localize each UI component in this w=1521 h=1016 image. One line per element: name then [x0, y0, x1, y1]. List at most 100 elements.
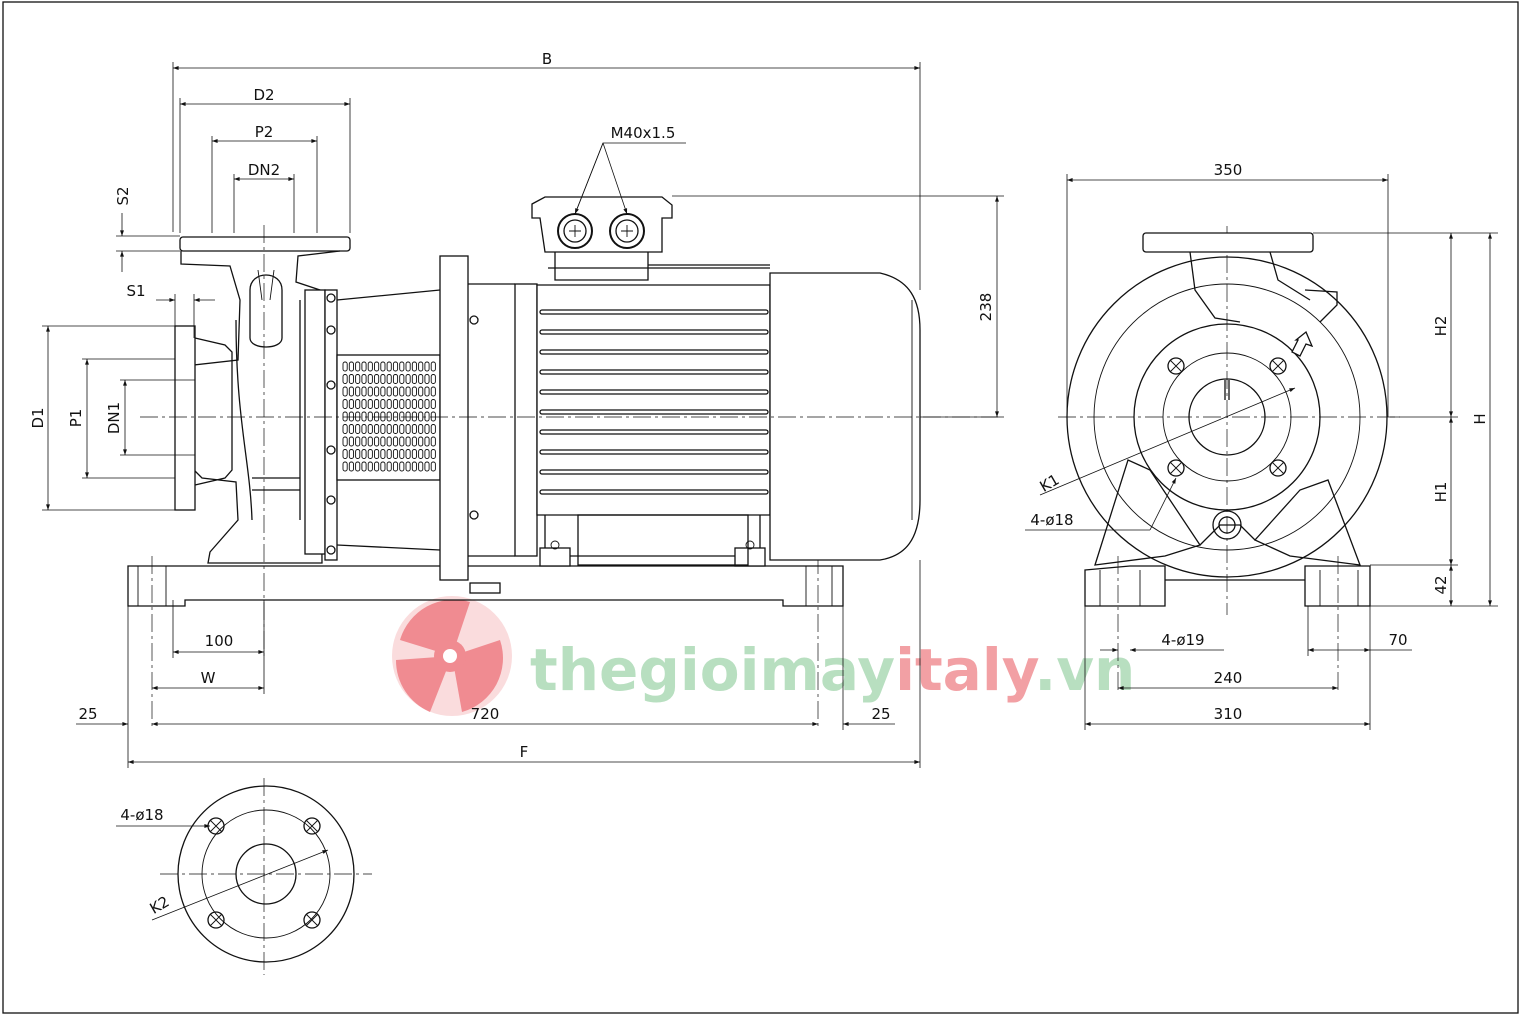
vent-slot [361, 386, 367, 397]
dim-terminal: M40x1.5 [574, 124, 686, 214]
vent-slot [361, 399, 367, 409]
dim-H-group: H2 H1 42 H [1313, 232, 1498, 607]
vent-slot [405, 399, 411, 409]
label-K1: K1 [1037, 470, 1063, 495]
vent-slot [405, 411, 411, 422]
vent-slot [392, 374, 399, 384]
dim-350: 350 [1066, 161, 1389, 417]
vent-slot [367, 436, 373, 447]
vent-slot [411, 374, 417, 384]
vent-slot [380, 424, 386, 434]
vent-slot [424, 361, 430, 372]
motor-cooling-fin [539, 449, 769, 455]
side-view: B D2 P2 DN2 S2 [29, 50, 1004, 768]
vent-slot [418, 424, 424, 434]
motor-cooling-fin [539, 349, 769, 355]
vent-slot [392, 436, 399, 447]
motor-cooling-fin [539, 489, 769, 495]
vent-slot [374, 461, 380, 472]
vent-slot [411, 449, 417, 459]
vent-slot [430, 386, 436, 397]
vent-slot [380, 449, 386, 459]
label-H: H [1471, 413, 1489, 424]
vent-slot [355, 436, 361, 447]
vent-slot [361, 461, 367, 472]
vent-slot [386, 436, 392, 447]
vent-slot [361, 361, 367, 372]
vent-slot [430, 411, 436, 422]
label-25-left: 25 [78, 705, 97, 723]
vent-slot [399, 436, 405, 447]
label-D1: D1 [29, 407, 47, 428]
dim-P1: P1 [67, 358, 175, 479]
vent-slot [392, 361, 399, 372]
vent-slot [399, 461, 405, 472]
vent-slot [342, 461, 348, 472]
vent-slot [405, 461, 411, 472]
label-H1: H1 [1432, 482, 1450, 503]
label-S2: S2 [114, 186, 132, 205]
vent-slot [418, 449, 424, 459]
vent-slot [424, 424, 430, 434]
label-end-holes: 4-ø18 [1030, 511, 1073, 529]
vent-slot [374, 436, 380, 447]
vent-slot [367, 424, 373, 434]
vent-slot [418, 399, 424, 409]
label-H2: H2 [1432, 316, 1450, 337]
vent-slot [342, 399, 348, 409]
vent-slot [361, 449, 367, 459]
vent-slot [430, 461, 436, 472]
label-flange-holes: 4-ø18 [120, 806, 163, 824]
vent-slot [361, 424, 367, 434]
dim-W: W [152, 600, 265, 694]
vent-slot [430, 424, 436, 434]
label-100: 100 [205, 632, 234, 650]
vent-slot [386, 361, 392, 372]
vent-slot [424, 374, 430, 384]
vent-slot [405, 449, 411, 459]
vent-slot [424, 449, 430, 459]
dim-DN2: DN2 [233, 161, 295, 233]
vent-slot [411, 399, 417, 409]
watermark-logo-icon [392, 596, 512, 716]
label-70: 70 [1388, 631, 1407, 649]
vent-slot [348, 399, 354, 409]
vent-slot [430, 361, 436, 372]
vent-slot [399, 399, 405, 409]
vent-slot [361, 374, 367, 384]
vent-slot [374, 361, 380, 372]
vent-slot [348, 424, 354, 434]
vent-slot [418, 411, 424, 422]
vent-slot [355, 386, 361, 397]
vent-slot [367, 461, 373, 472]
vent-slot [355, 361, 361, 372]
label-terminal: M40x1.5 [611, 124, 676, 142]
vent-slot [380, 386, 386, 397]
vent-slot [355, 449, 361, 459]
vent-slot [374, 424, 380, 434]
vent-slot [380, 374, 386, 384]
vent-slot [430, 436, 436, 447]
vent-slot [386, 374, 392, 384]
dim-S1: S1 [126, 282, 215, 338]
vent-slot [386, 449, 392, 459]
flange-dim-holes: 4-ø18 [116, 806, 210, 828]
vent-slot [380, 361, 386, 372]
vent-slot [355, 424, 361, 434]
dim-base-holes: 4-ø19 [1084, 606, 1371, 730]
vent-slot [418, 386, 424, 397]
vent-slot [399, 411, 405, 422]
vent-slot [348, 436, 354, 447]
dim-DN1: DN1 [105, 379, 195, 456]
vent-slot [405, 374, 411, 384]
vent-slot [411, 361, 417, 372]
vent-slot [355, 399, 361, 409]
dim-240: 240 [1118, 669, 1338, 690]
vent-slot [342, 436, 348, 447]
label-350: 350 [1214, 161, 1243, 179]
vent-slot [424, 436, 430, 447]
vent-slot [411, 436, 417, 447]
vent-slot [374, 399, 380, 409]
vent-slot [411, 411, 417, 422]
